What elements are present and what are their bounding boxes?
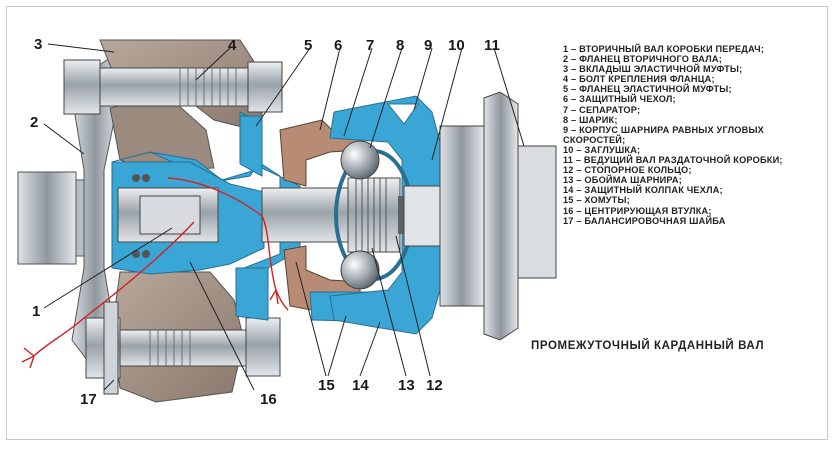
callout-11: 11 — [484, 37, 500, 54]
leader-lines — [43, 43, 525, 391]
legend-item: 1 – ВТОРИЧНЫЙ ВАЛ КОРОБКИ ПЕРЕДАЧ; — [563, 44, 765, 54]
legend-item: 16 – ЦЕНТРИРУЮЩАЯ ВТУЛКА; — [563, 205, 712, 216]
callout-6: 6 — [334, 37, 342, 54]
legend-item: 10 – ЗАГЛУШКА; — [563, 144, 641, 155]
legend-item: 17 – БАЛАНСИРОВОЧНАЯ ШАЙБА — [563, 215, 726, 226]
legend-item: 2 – ФЛАНЕЦ ВТОРИЧНОГО ВАЛА; — [563, 54, 722, 65]
callout-8: 8 — [396, 37, 404, 54]
legend-item: 3 – ВКЛАДЫШ ЭЛАСТИЧНОЙ МУФТЫ; — [563, 64, 743, 75]
legend-item: 11 – ВЕДУЩИЙ ВАЛ РАЗДАТОЧНОЙ КОРОБКИ; — [563, 155, 783, 166]
parts-legend: 1 – ВТОРИЧНЫЙ ВАЛ КОРОБКИ ПЕРЕДАЧ; 2 – Ф… — [563, 44, 831, 226]
transfer-box-output-shaft — [403, 91, 557, 341]
legend-item: 8 – ШАРИК; — [563, 114, 618, 125]
callout-numbers: 1 2 3 4 5 6 7 8 9 10 11 12 13 14 15 16 1… — [30, 36, 500, 408]
legend-item: 15 – ХОМУТЫ; — [563, 195, 630, 206]
callout-15: 15 — [318, 377, 335, 394]
flange-bolt-top — [63, 59, 283, 115]
legend-item: 14 – ЗАЩИТНЫЙ КОЛПАК ЧЕХЛА; — [563, 185, 723, 196]
callout-9: 9 — [424, 37, 432, 54]
callout-5: 5 — [304, 37, 312, 54]
callout-4: 4 — [228, 37, 237, 54]
flange-bolt-bottom — [85, 301, 281, 395]
legend-item: 4 – БОЛТ КРЕПЛЕНИЯ ФЛАНЦА; — [563, 74, 715, 85]
cv-joint-housing — [329, 95, 441, 335]
legend-item: 6 – ЗАЩИТНЫЙ ЧЕХОЛ; — [563, 94, 676, 105]
callout-10: 10 — [448, 37, 465, 54]
callout-14: 14 — [352, 377, 369, 394]
callout-2: 2 — [30, 114, 38, 131]
callout-16: 16 — [260, 391, 277, 408]
callout-13: 13 — [398, 377, 415, 394]
annotation-red-marks — [21, 177, 289, 369]
cv-joint-balls — [340, 140, 380, 290]
legend-item: 12 – СТОПОРНОЕ КОЛЬЦО; — [563, 165, 692, 176]
callout-17: 17 — [80, 391, 97, 408]
callout-3: 3 — [34, 36, 42, 53]
legend-item: 13 – ОБОЙМА ШАРНИРА; — [563, 175, 683, 186]
centering-bushing — [117, 174, 219, 258]
figure-caption: ПРОМЕЖУТОЧНЫЙ КАРДАННЫЙ ВАЛ — [531, 340, 765, 352]
legend-item: 7 – СЕПАРАТОР; — [563, 104, 641, 115]
intermediate-shaft — [261, 187, 355, 243]
legend-item: 9 – КОРПУС ШАРНИРА РАВНЫХ УГЛОВЫХ СКОРОС… — [563, 124, 764, 145]
callout-12: 12 — [426, 377, 443, 394]
callout-7: 7 — [366, 37, 374, 54]
callout-1: 1 — [32, 303, 40, 320]
legend-item: 5 – ФЛАНЕЦ ЭЛАСТИЧНОЙ МУФТЫ; — [563, 84, 732, 95]
